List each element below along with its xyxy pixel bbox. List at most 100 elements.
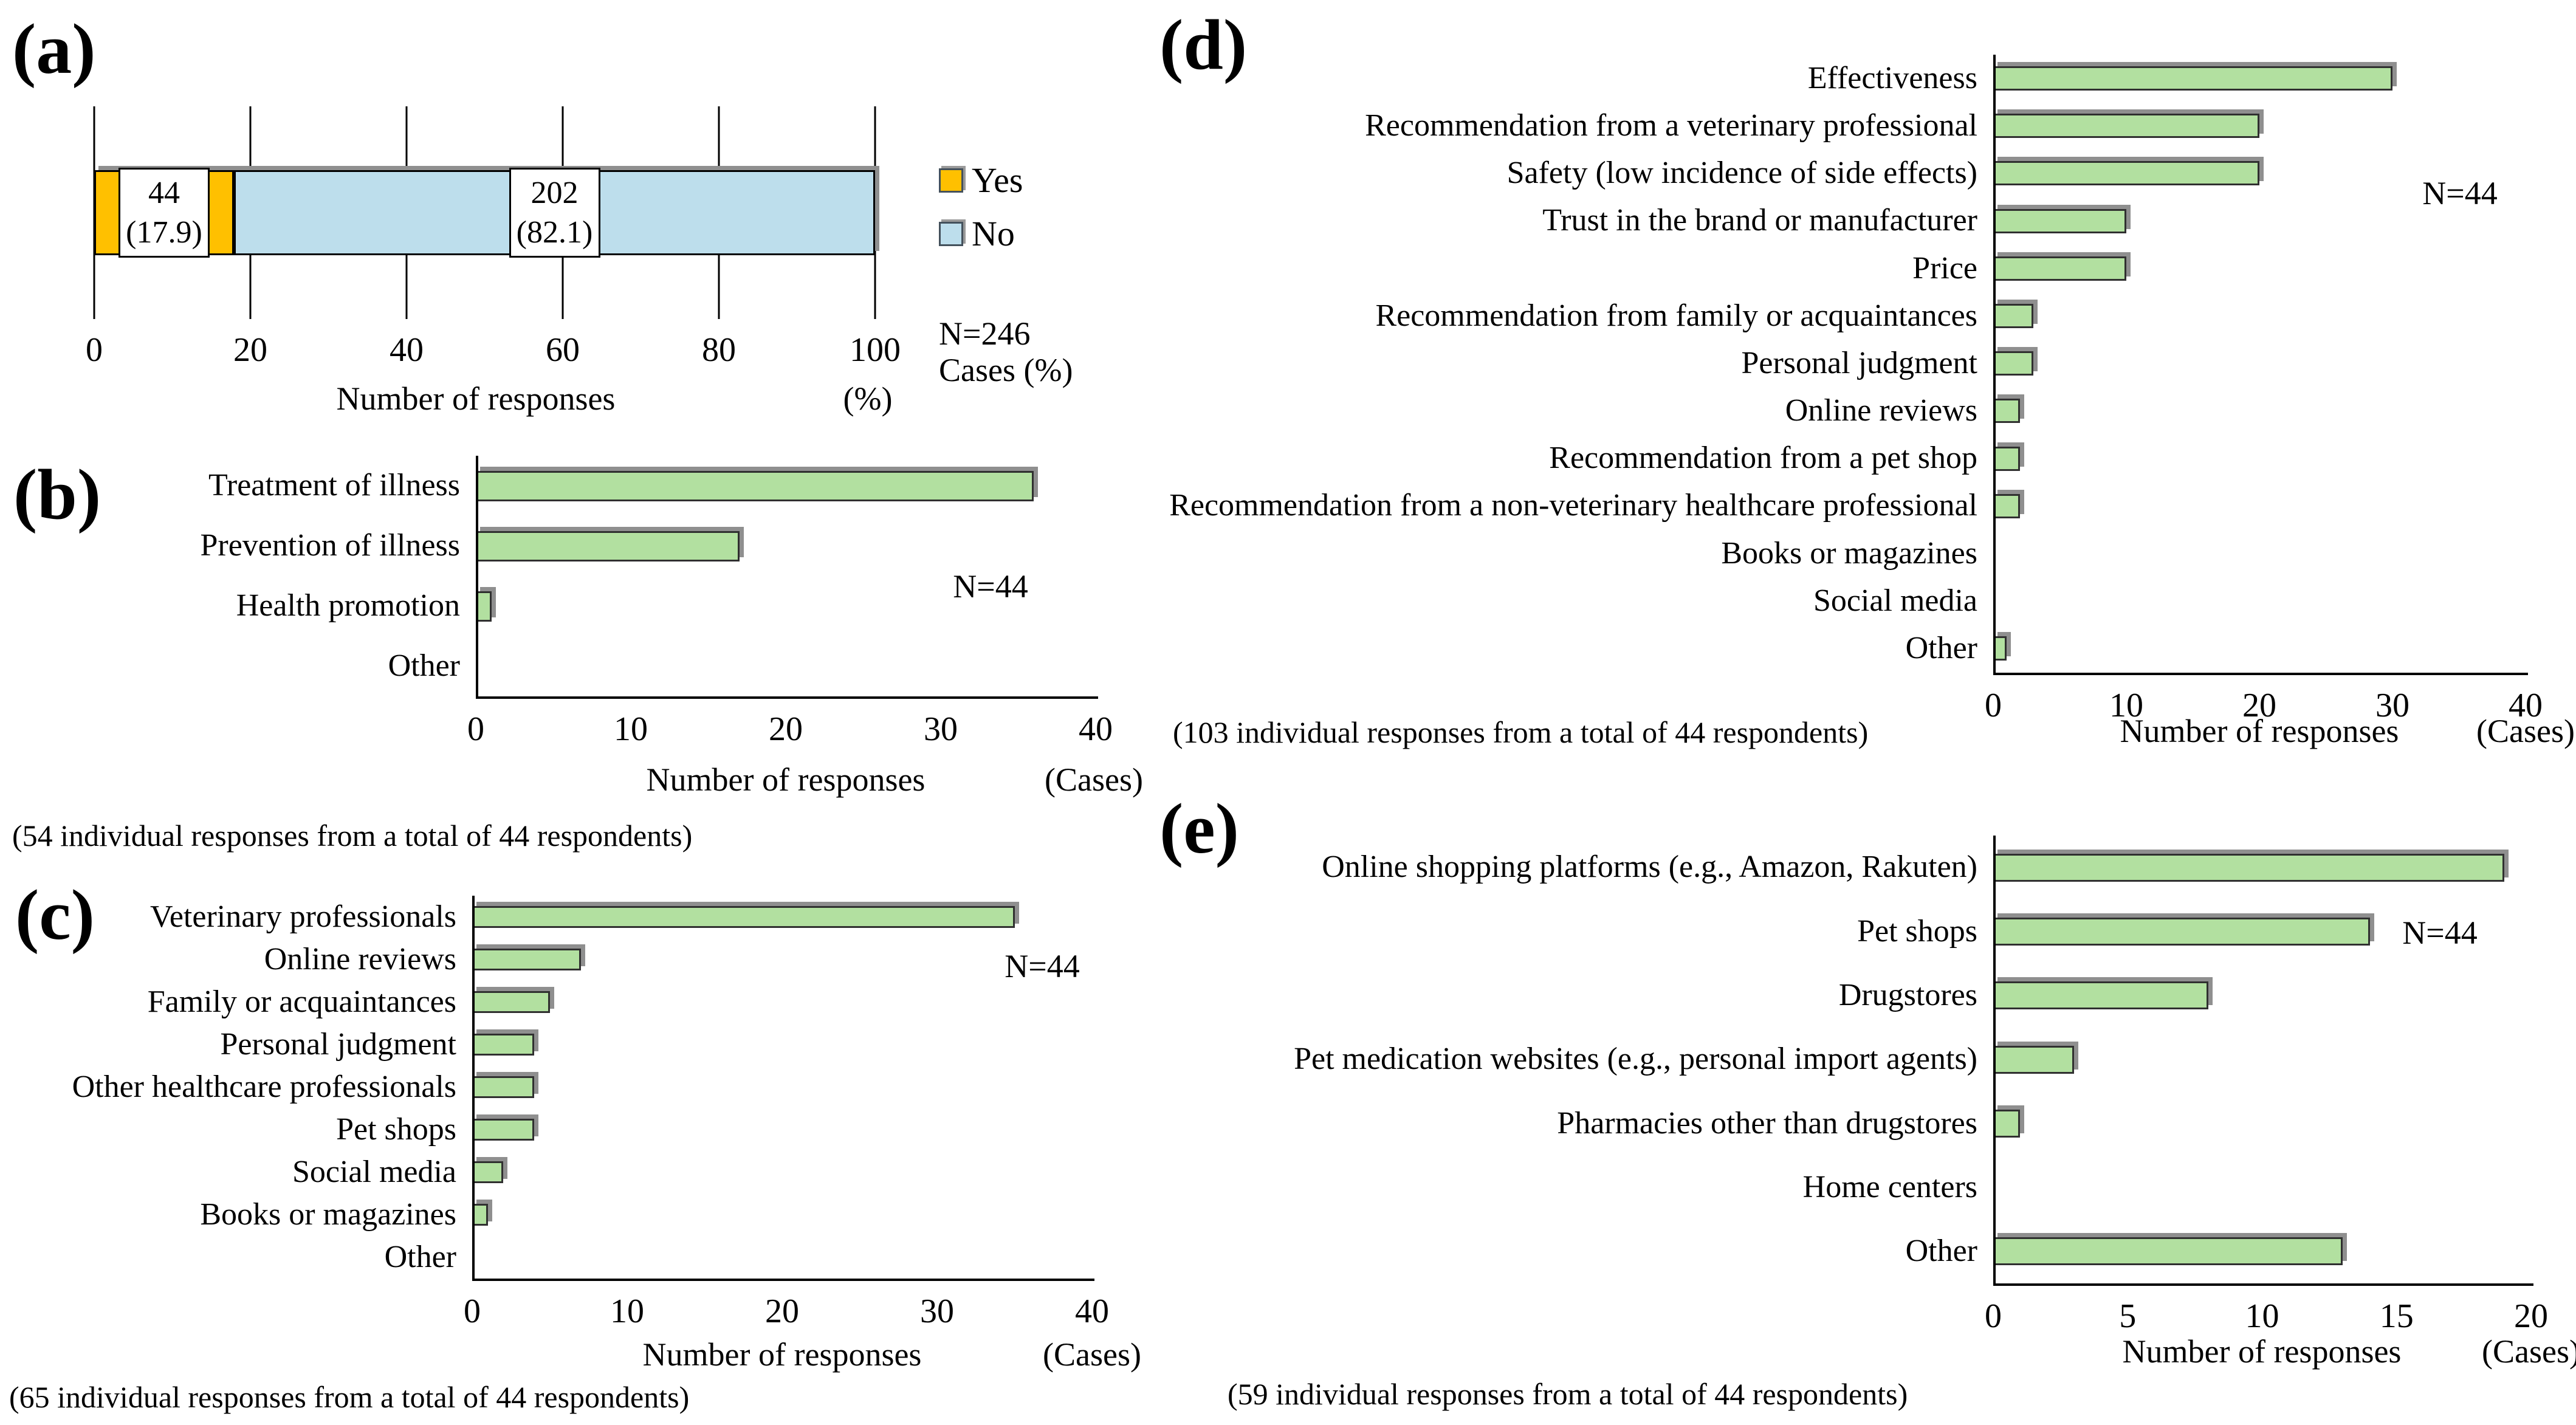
bar-value-label: 44(17.9) [118,168,210,258]
chart-row: Recommendation from a veterinary profess… [1155,102,2526,149]
bar-track [1993,114,2526,139]
panel-b-x-axis-title: Number of responses [646,761,926,798]
axis-tick-label: 30 [920,1293,954,1330]
chart-row: Books or magazines [0,1193,1092,1236]
bar-track [1993,853,2531,882]
bar-track [472,1161,1092,1183]
axis-tick-label: 20 [769,710,803,748]
panel-e-letter: (e) [1159,789,1239,868]
panel-e-n-annotation: N=44 [2402,915,2478,951]
bar-track [1993,917,2531,946]
bar [1993,1045,2074,1074]
panel-e-chart: Online shopping platforms (e.g., Amazon,… [1155,836,2548,1333]
chart-row: Recommendation from family or acquaintan… [1155,292,2526,340]
chart-row: Pet shops [0,1108,1092,1151]
category-label: Treatment of illness [208,468,460,503]
bar-track [1993,541,2526,566]
bar [1993,917,2370,946]
bar-track [476,651,1096,682]
category-label: Recommendation from a non-veterinary hea… [1169,488,1977,523]
category-label: Pet shops [336,1111,456,1147]
bar [1993,636,2007,661]
legend-item-no: No [939,216,1023,252]
bar-value-line: (17.9) [126,215,202,250]
bar [1993,399,2020,424]
bar-track [472,1204,1092,1226]
bar [1993,1237,2343,1266]
category-label: Other [388,648,460,684]
category-label: Online shopping platforms (e.g., Amazon,… [1322,850,1977,885]
category-label: Other [384,1239,456,1274]
bar [1993,446,2020,471]
bar-track [472,1034,1092,1056]
panel-d-letter: (d) [1159,5,1248,84]
axis-tick-label: 40 [1079,710,1113,748]
panel-a-letter: (a) [12,9,96,89]
chart-row: Pet medication websites (e.g., personal … [1155,1028,2531,1091]
axis-tick-label: 20 [233,331,267,369]
axis-tick-label: 40 [390,331,424,369]
category-label: Other [1905,1234,1977,1269]
panel-d-caption: (103 individual responses from a total o… [1173,715,1869,749]
chart-row: Veterinary professionals [0,896,1092,938]
panel-b-letter: (b) [13,455,101,534]
panel-c-x-axis-title: Number of responses [642,1336,922,1373]
axis-tick-label: 30 [924,710,958,748]
bar [476,591,492,622]
bar [472,906,1015,928]
panel-a-n-annotation: N=246 [939,315,1031,352]
bar-track [476,531,1096,561]
panel-c-n-annotation: N=44 [1005,948,1080,984]
chart-row: Pet shops [1155,899,2531,963]
bar [1993,256,2126,281]
bar-track [1993,1173,2531,1201]
panel-c-caption: (65 individual responses from a total of… [9,1380,690,1414]
bar [1993,493,2020,518]
bar [1993,351,2033,376]
chart-row: Other [0,636,1096,696]
bar-value-line: 202 [531,176,579,210]
chart-row: Drugstores [1155,964,2531,1028]
chart-row: Other [1155,1220,2531,1283]
bar-track [1993,636,2526,661]
chart-row: Other [1155,625,2526,672]
bar-track [472,1246,1092,1268]
panel-d-x-axis-unit: (Cases) [2476,713,2575,749]
category-label: Other [1905,631,1977,666]
chart-row: Prevention of illness [0,516,1096,576]
axis-tick-label: 10 [610,1293,644,1330]
axis-tick-label: 0 [467,710,484,748]
axis-tick-label: 100 [850,331,901,369]
axis-tick-label: 30 [2375,686,2409,724]
bar-track [1993,351,2526,376]
category-label: Personal judgment [220,1026,456,1062]
panel-c-x-axis-unit: (Cases) [1043,1336,1141,1373]
category-label: Family or acquaintances [147,984,456,1019]
bar [472,1119,534,1141]
bar [472,1161,503,1183]
category-label: Recommendation from family or acquaintan… [1375,298,1977,333]
chart-row: Safety (low incidence of side effects) [1155,149,2526,197]
bar-track [472,949,1092,970]
panel-a-cases-annotation: Cases (%) [939,352,1073,388]
bar-track [1993,589,2526,613]
bar [472,1034,534,1056]
axis-tick-label: 10 [614,710,648,748]
bar-track [472,1119,1092,1141]
legend-swatch-yes [939,168,963,193]
category-label: Personal judgment [1741,345,1977,380]
panel-e-x-axis-title: Number of responses [2122,1333,2402,1370]
axis-tick-label: 0 [86,331,103,369]
panel-d-n-annotation: N=44 [2422,175,2498,211]
category-label: Recommendation from a pet shop [1549,441,1977,476]
